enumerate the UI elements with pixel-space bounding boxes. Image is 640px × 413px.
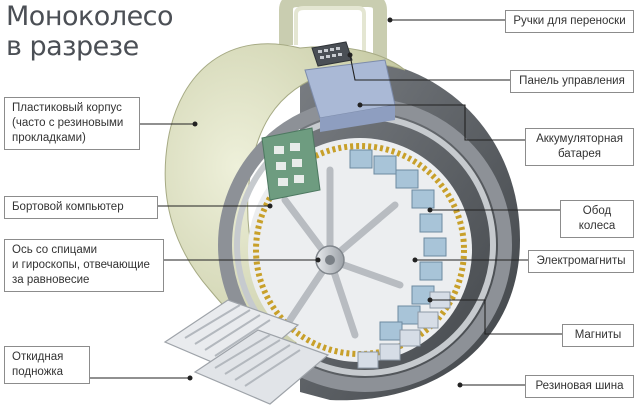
label-folding-footrest: Откидная подножка bbox=[4, 346, 90, 384]
label-plastic-body: Пластиковый корпус (часто с резиновыми п… bbox=[4, 97, 140, 150]
electromagnets bbox=[349, 149, 447, 341]
diagram-title: Моноколесо в разрезе bbox=[6, 1, 174, 62]
magnets bbox=[357, 291, 451, 369]
label-onboard-computer: Бортовой компьютер bbox=[4, 196, 158, 219]
control-panel bbox=[311, 41, 353, 67]
label-magnets: Магниты bbox=[562, 324, 634, 347]
leader-dots bbox=[187, 17, 463, 388]
label-axle-gyroscopes: Ось со спицами и гироскопы, отвечающие з… bbox=[4, 239, 164, 292]
folding-footrest bbox=[163, 299, 330, 405]
label-battery: Аккумуляторная батарея bbox=[525, 128, 634, 166]
carry-handles bbox=[279, 0, 387, 60]
leader-lines bbox=[90, 19, 562, 386]
label-carry-handles: Ручки для переноски bbox=[505, 10, 634, 33]
label-rubber-tire: Резиновая шина bbox=[525, 375, 634, 398]
label-control-panel: Панель управления bbox=[510, 70, 634, 93]
label-wheel-rim: Обод колеса bbox=[560, 200, 634, 238]
label-electromagnets: Электромагниты bbox=[528, 250, 634, 273]
onboard-computer bbox=[261, 127, 321, 201]
